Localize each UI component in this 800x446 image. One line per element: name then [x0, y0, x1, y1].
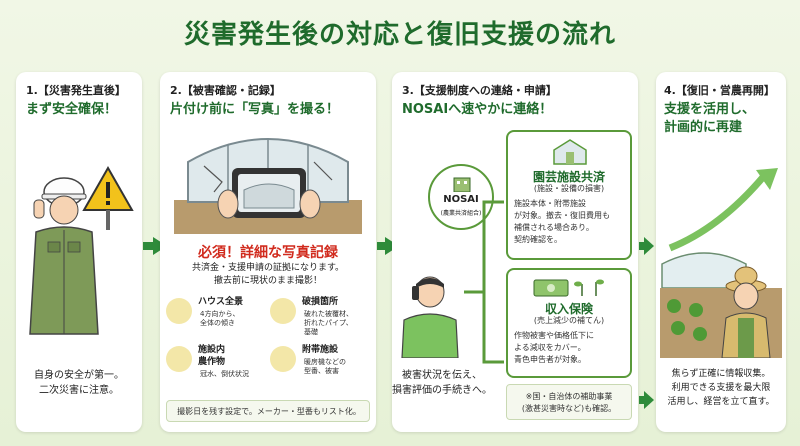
income-subtitle: (売上減少の補てん)	[533, 316, 605, 325]
step2-desc-line2: 撤去前に現状のまま撮影！	[213, 276, 322, 286]
photo-item-greenhouse-detail1: 4方向から、	[200, 310, 240, 318]
photo-item-damage-detail3: 基礎	[304, 328, 318, 336]
flow-arrow-2-bar	[377, 242, 385, 250]
engei-line1: 施設本体・附帯施設	[514, 199, 586, 208]
step3-note-box: ※国・自治体の補助事業 (激甚災害時など)も確認。	[506, 384, 632, 420]
engei-line3: 補償される場合あり。	[514, 223, 594, 232]
step1-body-line2: 二次災害に注意。	[39, 385, 119, 396]
photo-item-damage-detail1: 破れた被覆材、	[304, 310, 353, 318]
money-icon	[533, 279, 604, 297]
income-insurance-box: 収入保険 (売上減少の補てん) 作物被害や価格低下に よる減収をカバー。 青色申…	[506, 268, 632, 378]
photo-item-crops-label: 施設内	[198, 345, 226, 355]
engei-subtitle: (施設・設備の損害)	[533, 184, 605, 193]
flow-arrow-1-bar	[143, 242, 153, 250]
damaged-greenhouse-photo-illustration	[174, 138, 362, 234]
flow-arrow-3	[644, 237, 654, 255]
step3-heading: 3.【支援制度への連絡・申請】	[402, 84, 557, 97]
phone-caller-illustration	[401, 276, 459, 358]
flow-arrow-3-bar	[639, 242, 644, 250]
photo-item-equipment-label: 附帯施設	[302, 345, 339, 355]
step2-card: 2.【被害確認・記録】 片付け前に「写真」を撮る！ 必須！詳細な写真記録 共済金…	[160, 72, 376, 432]
step3-note-line2: (激甚災害時など)も確認。	[521, 404, 617, 413]
page-title: 災害発生後の対応と復旧支援の流れ	[183, 20, 616, 50]
photo-item-damage-label: 破損箇所	[302, 297, 339, 307]
photo-item-damage: 破損箇所 破れた被覆材、 折れたパイプ、 基礎	[270, 294, 370, 338]
step1-heading: 1.【災害発生直後】	[26, 84, 126, 97]
building-icon	[453, 177, 471, 192]
step3-body-line1: 被害状況を伝え、	[402, 370, 482, 381]
nosai-label: NOSAI	[443, 194, 479, 205]
greenhouse-building-icon	[553, 139, 587, 165]
photo-item-damage-detail2: 折れたパイプ、	[304, 319, 353, 327]
sprout-icon	[166, 346, 192, 372]
step1-body-line1: 自身の安全が第一。	[34, 370, 124, 381]
step4-body-line3: 活用し、経営を立て直す。	[667, 397, 775, 407]
photo-item-greenhouse: ハウス全景 4方向から、 全体の傾き	[166, 294, 266, 330]
photo-item-equipment: 附帯施設 暖房機などの 型番、被害	[270, 342, 370, 382]
engei-title: 園芸施設共済	[532, 170, 605, 184]
step2-heading: 2.【被害確認・記録】	[170, 84, 281, 97]
step4-subheading-line1: 支援を活用し、	[664, 102, 756, 117]
step2-footer-box: 撮影日を残す設定で。メーカー・型番もリスト化。	[166, 400, 370, 422]
step1-card: 1.【災害発生直後】 まず安全確保！ 自身の安全が第一。 二次災害に注意。	[16, 72, 142, 432]
must-photo-record: 必須！詳細な写真記録	[198, 245, 338, 261]
step3-note-line1: ※国・自治体の補助事業	[525, 392, 613, 401]
photo-item-crops-detail1: 冠水、倒伏状況	[200, 370, 249, 378]
income-line3: 青色申告者が対象。	[514, 355, 586, 364]
step1-subheading: まず安全確保！	[26, 102, 118, 117]
step4-card: 4.【復旧・営農再開】 支援を活用し、 計画的に再建 焦らず正確に情報収集。 利…	[656, 72, 786, 432]
camera-icon	[232, 168, 306, 218]
flow-arrow-4	[644, 391, 654, 409]
photo-item-greenhouse-detail2: 全体の傾き	[200, 319, 235, 327]
photo-item-crops-label2: 農作物	[198, 357, 226, 367]
branch-connector	[464, 200, 504, 364]
income-line2: よる減収をカバー。	[514, 343, 586, 352]
step4-body-line1: 焦らず正確に情報収集。	[671, 369, 771, 379]
warning-icon	[82, 165, 134, 230]
photo-item-greenhouse-label: ハウス全景	[198, 297, 244, 307]
income-title: 収入保険	[544, 302, 593, 316]
phone-icon	[412, 286, 419, 300]
flow-arrow-4-bar	[639, 396, 644, 404]
engei-line2: が対象。撤去・復旧費用も	[514, 211, 610, 220]
photo-item-crops: 施設内 農作物 冠水、倒伏状況	[166, 342, 266, 382]
step2-subheading: 片付け前に「写真」を撮る！	[170, 102, 340, 117]
recovery-illustration	[660, 168, 782, 358]
step4-body-line2: 利用できる支援を最大限	[671, 383, 771, 393]
worker-illustration	[29, 165, 134, 335]
magnifier-icon	[270, 298, 296, 324]
greenhouse-icon	[166, 298, 192, 324]
step4-heading: 4.【復旧・営農再開】	[664, 84, 775, 97]
photo-item-equipment-detail2: 型番、被害	[304, 367, 339, 375]
sprout-small-icon	[574, 279, 604, 296]
engei-insurance-box: 園芸施設共済 (施設・設備の損害) 施設本体・附帯施設 が対象。撤去・復旧費用も…	[506, 130, 632, 260]
heater-icon	[270, 346, 296, 372]
step4-subheading-line2: 計画的に再建	[664, 120, 743, 135]
photo-item-equipment-detail1: 暖房機などの	[304, 358, 346, 366]
step3-card: 3.【支援制度への連絡・申請】 NOSAIへ速やかに連絡！ NOSAI (農業共…	[392, 72, 638, 432]
income-line1: 作物被害や価格低下に	[514, 331, 594, 340]
step3-body-line2: 損害評価の手続きへ。	[392, 385, 492, 396]
step2-footer-text: 撮影日を残す設定で。メーカー・型番もリスト化。	[177, 407, 361, 416]
step3-subheading: NOSAIへ速やかに連絡！	[402, 102, 553, 117]
engei-line4: 契約確認を。	[514, 235, 562, 244]
step2-desc-line1: 共済金・支援申請の証拠になります。	[191, 263, 345, 273]
nosai-sublabel: (農業共済組合)	[440, 210, 482, 217]
growth-arrow-icon	[668, 168, 778, 252]
